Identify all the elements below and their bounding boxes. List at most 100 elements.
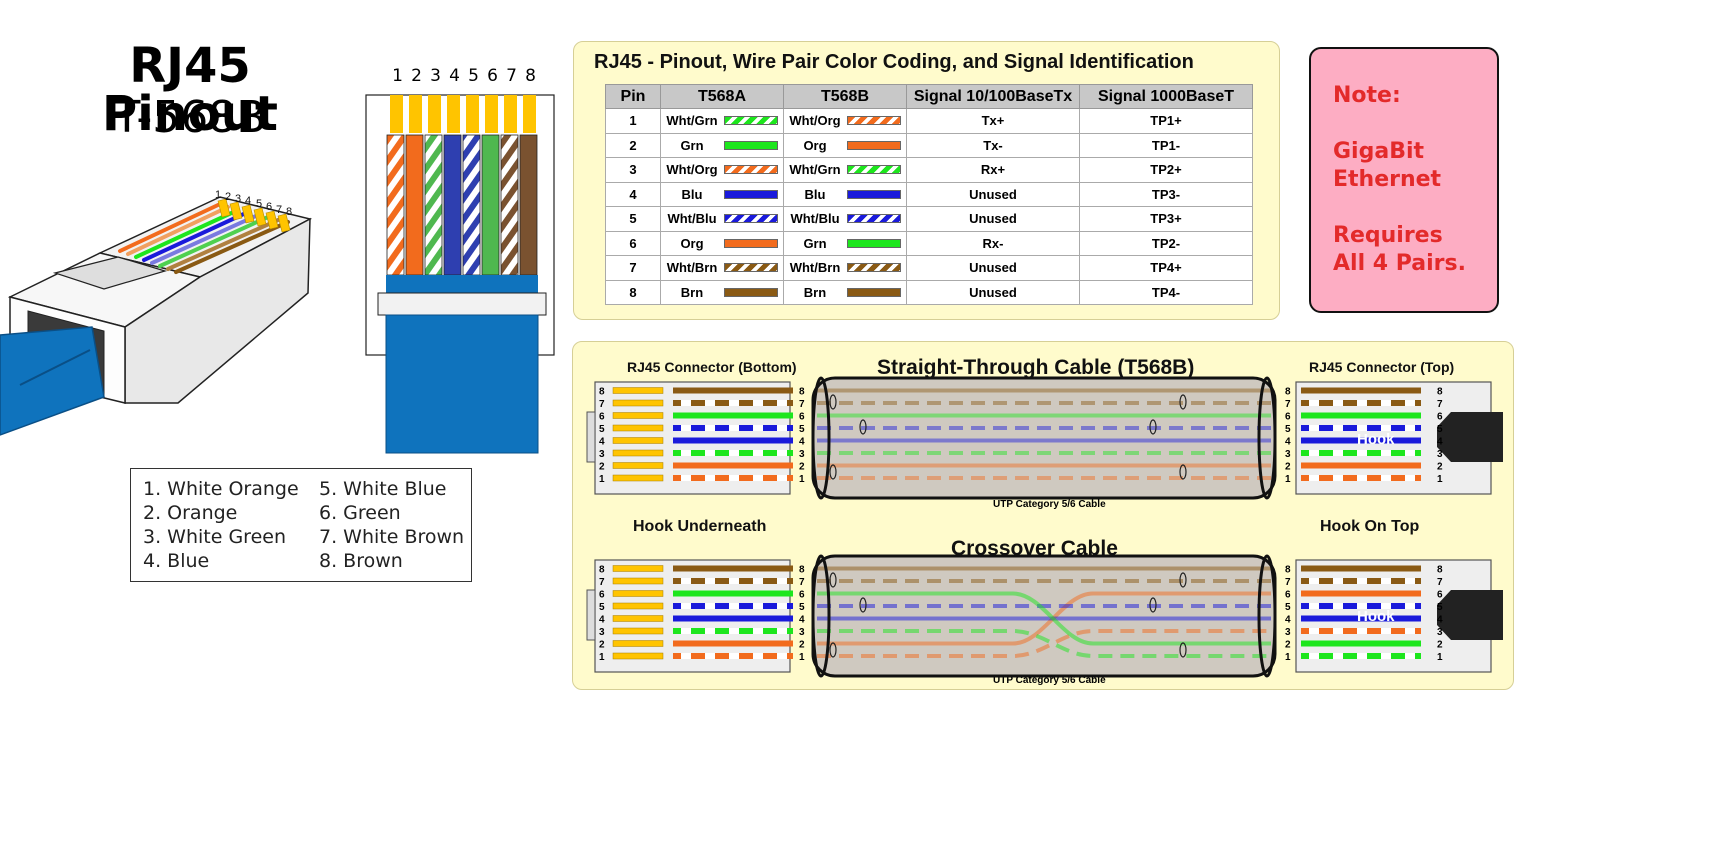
pin-number-label: 6	[1285, 412, 1291, 423]
wire-stripe	[681, 628, 691, 634]
gold-contact	[612, 424, 664, 432]
t568a-cell: Wht/Grn	[660, 108, 784, 134]
twist-marker	[1179, 572, 1187, 588]
table-title: RJ45 - Pinout, Wire Pair Color Coding, a…	[594, 51, 1194, 73]
wire-stripe	[1381, 475, 1391, 481]
wire-label: Org	[803, 137, 827, 153]
signal-1000-cell: TP4+	[1079, 255, 1253, 281]
wire-stub	[673, 462, 793, 469]
wire-stripe	[1333, 653, 1343, 659]
table-header-t568a: T568A	[660, 84, 784, 109]
pinout-table-panel: RJ45 - Pinout, Wire Pair Color Coding, a…	[573, 41, 1280, 320]
wire-stripe	[777, 628, 787, 634]
pin-number-label: 4	[599, 437, 605, 448]
pin-number-label: 3	[1437, 627, 1443, 638]
svg-text:6: 6	[266, 201, 272, 213]
wire-label: Wht/Blu	[790, 211, 840, 227]
pin-number-label: 2	[799, 462, 805, 473]
wire-color-swatch	[724, 165, 778, 175]
signal-1000-cell: TP2-	[1079, 230, 1253, 256]
pin-number-label: 7	[799, 577, 805, 588]
legend-item: 6. Green	[319, 502, 401, 524]
pin-number-label: 7	[599, 399, 605, 410]
hook-label: Hook	[1357, 431, 1395, 448]
wire-color-swatch	[724, 238, 778, 248]
cable-jacket	[811, 554, 1277, 678]
gold-contact	[612, 577, 664, 585]
wire-stripe	[777, 603, 787, 609]
twist-marker	[829, 464, 837, 480]
pin-number-label: 3	[1285, 449, 1291, 460]
wire-stripe	[777, 450, 787, 456]
wire-stub	[1301, 387, 1421, 394]
wire-color-swatch	[724, 140, 778, 150]
wire-stripe	[753, 578, 763, 584]
wire-stripe	[1357, 628, 1367, 634]
wire-stripe	[705, 603, 715, 609]
wire-label: Wht/Brn	[666, 260, 718, 276]
note-line: Requires	[1333, 223, 1443, 248]
connector-top-label: RJ45 Connector (Top)	[1309, 359, 1455, 375]
wire-stub	[673, 437, 793, 444]
pin-number-label: 4	[1437, 437, 1443, 448]
wire-stripe	[1333, 450, 1343, 456]
wire-stripe	[1405, 603, 1415, 609]
wire-stripe	[1405, 400, 1415, 406]
t568b-cell: Grn	[783, 230, 907, 256]
wire-stripe	[681, 653, 691, 659]
cable-end-cap	[811, 376, 831, 500]
wire-stripe	[1357, 578, 1367, 584]
wire-color-swatch	[724, 287, 778, 297]
pin-number-label: 8	[1285, 387, 1291, 398]
wire-stripe	[705, 475, 715, 481]
pin-number-label: 4	[799, 437, 805, 448]
twist-marker	[1179, 642, 1187, 658]
wire-stripe	[1381, 603, 1391, 609]
t568b-cell: Wht/Grn	[783, 157, 907, 183]
pin-cell: 8	[605, 279, 661, 305]
gold-contact	[612, 627, 664, 635]
wire-stripe	[1357, 425, 1367, 431]
wire-stripe	[705, 578, 715, 584]
wire-stripe	[681, 603, 691, 609]
signal-1000-cell: TP1-	[1079, 132, 1253, 158]
pin-number: 5	[468, 66, 479, 86]
wire-stripe	[1381, 653, 1391, 659]
legend-item: 7. White Brown	[319, 526, 465, 548]
wire-stripe	[1357, 475, 1367, 481]
twist-marker	[1179, 464, 1187, 480]
svg-text:8: 8	[286, 206, 292, 218]
wire-stripe	[1309, 603, 1319, 609]
wire-label: Blu	[681, 186, 703, 202]
signal-100-cell: Tx+	[906, 108, 1080, 134]
wire-stripe	[705, 653, 715, 659]
wire-stub	[1301, 590, 1421, 597]
table-header-signal-1000: Signal 1000BaseT	[1079, 84, 1253, 109]
t568b-cell: Wht/Brn	[783, 255, 907, 281]
wire-stripe	[777, 400, 787, 406]
pin-number-label: 4	[799, 615, 805, 626]
pin-number-label: 8	[599, 565, 605, 576]
legend-item: 4. Blue	[143, 550, 210, 572]
pin-number-label: 5	[1285, 602, 1291, 613]
wire-color-swatch	[847, 263, 901, 273]
svg-text:3: 3	[235, 193, 241, 205]
wire-stripe	[753, 628, 763, 634]
cable-end-cap	[1257, 376, 1277, 500]
wire-stub	[673, 565, 793, 572]
crossover-title: Crossover Cable	[951, 537, 1118, 560]
table-header-pin: Pin	[605, 84, 661, 109]
wire-stripe	[753, 653, 763, 659]
pin-cell: 1	[605, 108, 661, 134]
twist-marker	[829, 394, 837, 410]
signal-1000-cell: TP3-	[1079, 181, 1253, 207]
pin-number-label: 2	[799, 640, 805, 651]
legend-item: 3. White Green	[143, 526, 286, 548]
wire-stripe	[777, 475, 787, 481]
wire-stub	[673, 640, 793, 647]
pin-number-label: 7	[1285, 399, 1291, 410]
pin-number-label: 5	[1437, 602, 1443, 613]
